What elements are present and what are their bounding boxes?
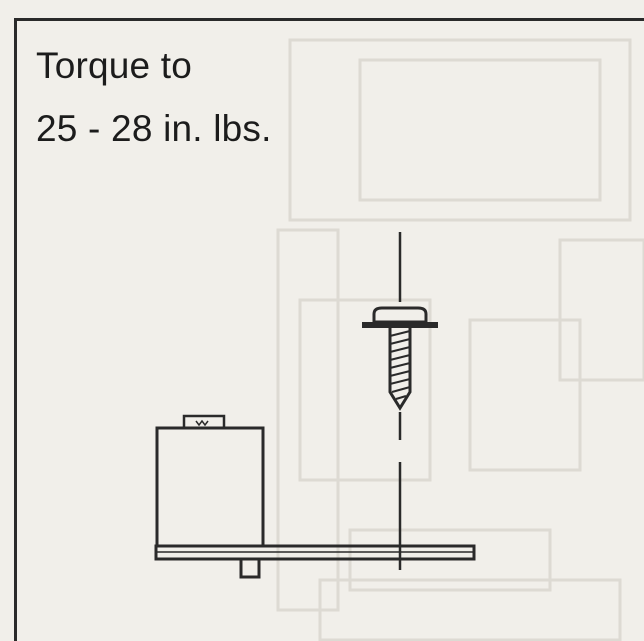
mounting-bracket	[154, 544, 476, 579]
diagram-frame	[14, 18, 644, 641]
component-block	[155, 414, 265, 548]
torque-value: 25 - 28 in. lbs.	[36, 108, 272, 149]
screw-icon	[362, 306, 438, 411]
torque-label: Torque to	[36, 45, 193, 86]
